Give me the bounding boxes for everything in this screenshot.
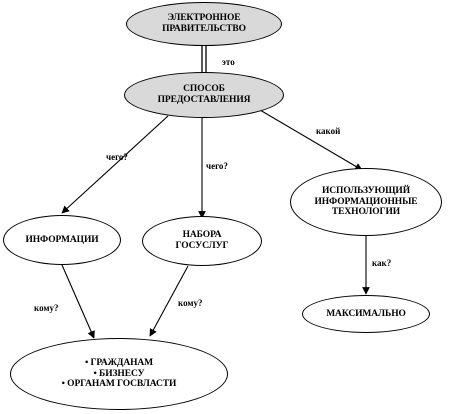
node-line: • ГРАЖДАНАМ (84, 357, 154, 368)
node-line: ИНФОРМАЦИОННЫЕ (314, 196, 418, 207)
node-line: ИСПОЛЬЗУЮЩИЙ (321, 185, 410, 196)
node-line: • БИЗНЕСУ (93, 368, 145, 379)
node-line: ПРАВИТЕЛЬСТВО (162, 24, 246, 34)
edge-method-info (61, 115, 169, 214)
node-information: ИНФОРМАЦИИ (3, 215, 121, 265)
node-line: ИНФОРМАЦИИ (25, 234, 99, 245)
label-what-services: чего? (206, 161, 228, 171)
label-which: какой (316, 126, 341, 136)
edge-services-recipients (149, 265, 189, 337)
label-whom-services: кому? (178, 298, 203, 308)
node-recipients: • ГРАЖДАНАМ• БИЗНЕСУ• ОРГАНАМ ГОСВЛАСТИ (10, 338, 228, 410)
edge-info-recipients (61, 264, 95, 339)
label-is: это (222, 57, 235, 67)
node-lines: • ГРАЖДАНАМ• БИЗНЕСУ• ОРГАНАМ ГОСВЛАСТИ (62, 358, 177, 391)
node-line: НАБОРА (182, 230, 222, 241)
node-line: ЭЛЕКТРОННОЕ (167, 13, 241, 24)
node-line: СПОСОБ (183, 84, 225, 95)
edge-method-tech (259, 109, 363, 171)
node-lines: МАКСИМАЛЬНО (326, 309, 406, 320)
node-line: МАКСИМАЛЬНО (326, 308, 406, 319)
label-how: как? (372, 258, 392, 268)
node-line: • ОРГАНАМ ГОСВЛАСТИ (61, 379, 177, 390)
node-line: ТЕХНОЛОГИИ (331, 207, 401, 218)
node-line: ПРЕДОСТАВЛЕНИЯ (157, 95, 251, 105)
node-maximum: МАКСИМАЛЬНО (302, 295, 430, 333)
label-whom-info: кому? (34, 303, 59, 313)
label-what-info: чего? (106, 152, 128, 162)
node-lines: ИНФОРМАЦИИ (25, 235, 98, 246)
node-line: ГОСУСЛУГ (175, 241, 229, 251)
